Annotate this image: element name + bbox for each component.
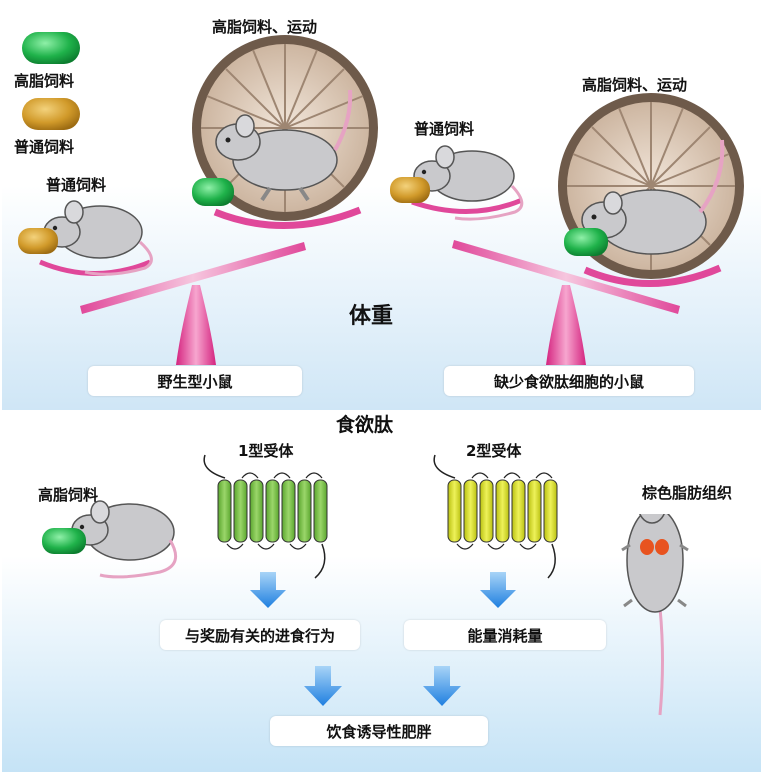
left-fulcrum — [176, 285, 216, 365]
bottom-high-fat-mouse — [71, 500, 178, 579]
legend-high-fat-label: 高脂饲料 — [14, 72, 75, 90]
brown-fat-mouse — [621, 486, 689, 716]
arrow-reward-down — [304, 666, 342, 706]
receptor-2-icon — [433, 454, 558, 579]
reward-feeding-box: 与奖励有关的进食行为 — [160, 620, 360, 650]
body-weight-label: 体重 — [349, 304, 394, 329]
orexin-deficient-mouse-box: 缺少食欲肽细胞的小鼠 — [444, 366, 694, 396]
right-scale-beam — [452, 240, 680, 314]
receptor-1-label: 1型受体 — [238, 442, 294, 460]
left-mouse-food-label: 普通饲料 — [46, 176, 107, 194]
arrow-receptor1-down — [250, 572, 286, 608]
left-wheel-high-fat-pellet — [192, 178, 234, 206]
bottom-high-fat-pellet — [42, 528, 86, 554]
left-wheel-mouse — [215, 89, 353, 202]
right-mouse-food-label: 普通饲料 — [414, 120, 475, 138]
arrow-energy-down — [423, 666, 461, 706]
left-wheel-label: 高脂饲料、运动 — [212, 18, 318, 36]
receptor-2-label: 2型受体 — [466, 442, 522, 460]
legend-high-fat-pellet — [22, 32, 80, 64]
right-normal-mouse — [411, 145, 524, 221]
legend-normal-pellet — [22, 98, 80, 130]
right-wheel-high-fat-pellet — [564, 228, 608, 256]
bottom-high-fat-label: 高脂饲料 — [38, 486, 99, 504]
legend-normal-label: 普通饲料 — [14, 138, 75, 156]
right-wheel-label: 高脂饲料、运动 — [582, 76, 688, 94]
receptor-1-icon — [203, 454, 328, 579]
brown-fat-label: 棕色脂肪组织 — [624, 470, 750, 514]
left-normal-pellet — [18, 228, 58, 254]
diet-induced-obesity-box: 饮食诱导性肥胖 — [270, 716, 488, 746]
right-fulcrum — [546, 285, 586, 365]
orexin-title: 食欲肽 — [336, 414, 394, 436]
wild-type-mouse-box: 野生型小鼠 — [88, 366, 302, 396]
energy-expenditure-box: 能量消耗量 — [404, 620, 606, 650]
arrow-receptor2-down — [480, 572, 516, 608]
right-normal-pellet — [390, 177, 430, 203]
left-scale-beam — [80, 242, 306, 314]
